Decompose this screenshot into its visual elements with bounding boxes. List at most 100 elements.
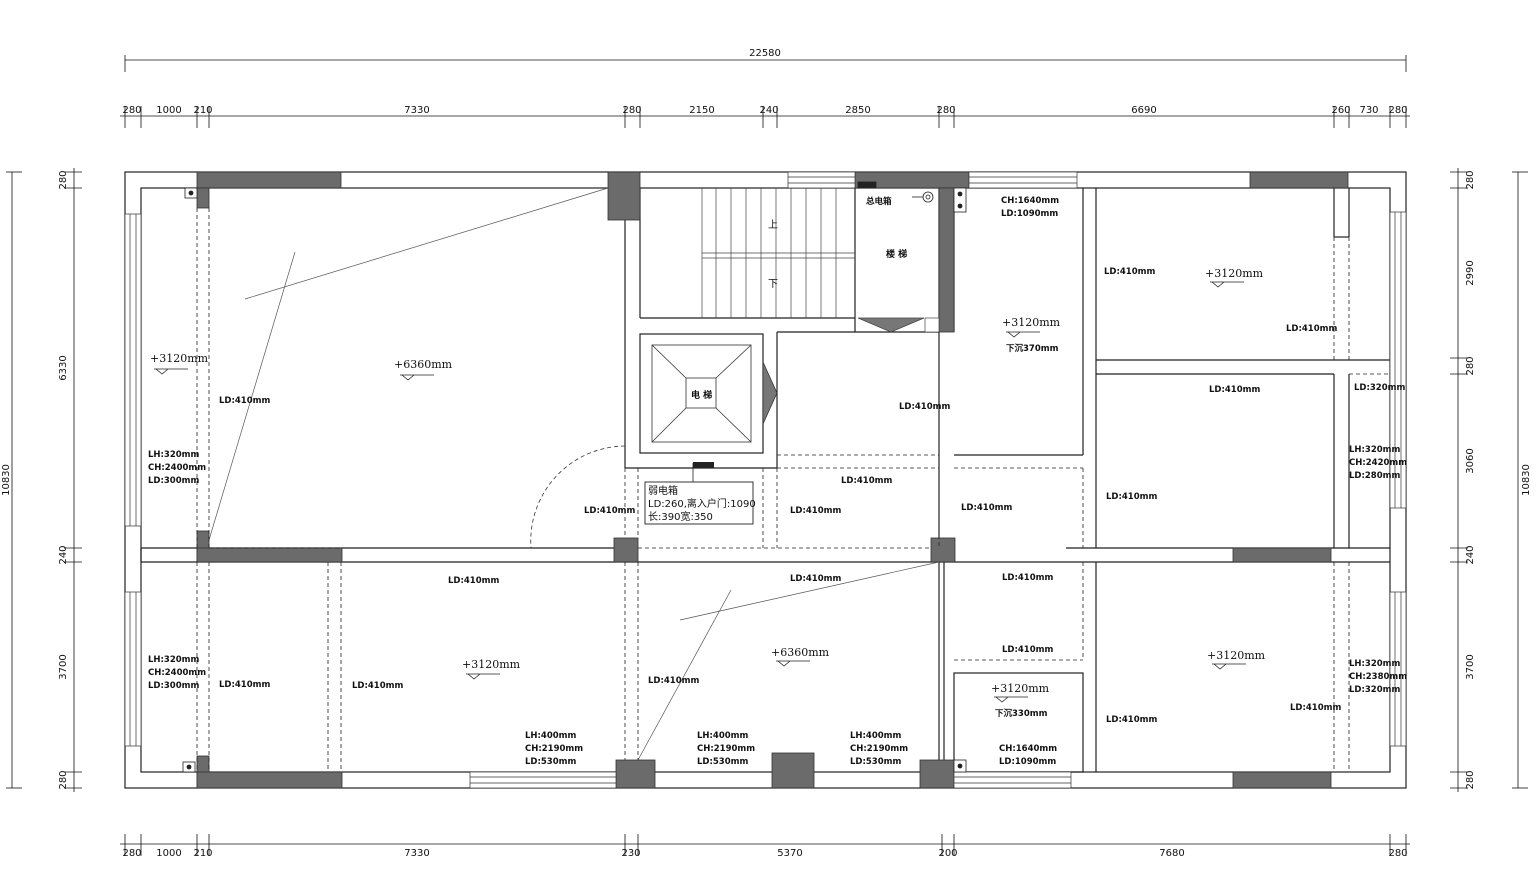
elevation-8: +3120mm — [991, 682, 1050, 695]
ld-label: LD:410mm — [1286, 324, 1337, 334]
ch-label: CH:2190mm — [697, 744, 755, 754]
dim-left-4: 3700 — [58, 654, 69, 679]
dim-overall-top: 22580 — [749, 48, 781, 59]
ld-label: LD:410mm — [1209, 385, 1260, 395]
ld-label: LD:410mm — [790, 506, 841, 516]
lh-label: LH:400mm — [525, 731, 577, 741]
dim-top-11: 260 — [1331, 105, 1350, 116]
dim-bottom-9: 280 — [1388, 848, 1407, 859]
staircase — [701, 188, 940, 333]
dim-bottom-2: 1000 — [156, 848, 181, 859]
weak-box-title: 弱电箱 — [648, 484, 678, 497]
ld-label: LD:300mm — [148, 681, 199, 691]
main-box-label: 总电箱 — [866, 196, 892, 207]
dim-left-5: 280 — [58, 770, 69, 789]
weak-box-line2: 长:390宽:350 — [648, 510, 713, 523]
dim-left-3: 240 — [58, 545, 69, 564]
ld-label: LD:410mm — [1106, 715, 1157, 725]
walls — [124, 171, 1407, 789]
dim-left-1: 280 — [58, 170, 69, 189]
lh-label: LH:320mm — [148, 655, 200, 665]
lh-label: LH:320mm — [1349, 445, 1401, 455]
dim-top-4: 7330 — [404, 105, 429, 116]
dim-bottom-6: 5370 — [777, 848, 802, 859]
dim-top-13: 280 — [1388, 105, 1407, 116]
socket-height-labels: LD:410mm LD:410mm LD:410mm LD:410mm LD:4… — [148, 196, 1407, 767]
sink-label-2: 下沉330mm — [995, 708, 1048, 719]
ld-label: LD:530mm — [697, 757, 748, 767]
dim-right-7: 280 — [1465, 770, 1476, 789]
main-box-icon — [857, 181, 934, 203]
ch-label: CH:2400mm — [148, 463, 206, 473]
ld-label: LD:410mm — [1104, 267, 1155, 277]
ld-label: LD:410mm — [790, 574, 841, 584]
ld-label: LD:410mm — [1002, 573, 1053, 583]
ch-label: CH:2190mm — [525, 744, 583, 754]
elevation-4: +3120mm — [1002, 316, 1061, 329]
dimension-texts: 22580 280 1000 210 7330 280 2150 240 285… — [1, 48, 1532, 859]
dim-right-total: 10830 — [1521, 464, 1532, 496]
ld-label: LD:1090mm — [999, 757, 1056, 767]
dim-top-8: 2850 — [845, 105, 870, 116]
ld-label: LD:410mm — [1002, 645, 1053, 655]
ch-label: CH:2380mm — [1349, 672, 1407, 682]
ld-label: LD:1090mm — [1001, 209, 1058, 219]
dim-right-4: 3060 — [1465, 448, 1476, 473]
dim-top-3: 210 — [193, 105, 212, 116]
ch-label: CH:1640mm — [1001, 196, 1059, 206]
dim-bottom-5: 230 — [621, 848, 640, 859]
dim-bottom-4: 7330 — [404, 848, 429, 859]
dim-top-9: 280 — [936, 105, 955, 116]
dim-top-1: 280 — [122, 105, 141, 116]
dimension-lines — [6, 55, 1528, 856]
ld-label: LD:410mm — [1290, 703, 1341, 713]
weak-box: 弱电箱 LD:260,离入户门:1090 长:390宽:350 — [644, 462, 756, 525]
ld-label: LD:410mm — [219, 680, 270, 690]
ld-label: LD:410mm — [841, 476, 892, 486]
ld-label: LD:410mm — [448, 576, 499, 586]
ld-label: LD:280mm — [1349, 471, 1400, 481]
sink-label-1: 下沉370mm — [1006, 343, 1059, 354]
stair-up-label: 上 — [768, 219, 778, 231]
entry-door-swing — [530, 445, 626, 549]
ld-label: LD:410mm — [1106, 492, 1157, 502]
elevation-2: +6360mm — [394, 358, 453, 371]
ld-label: LD:410mm — [219, 396, 270, 406]
lh-label: LH:320mm — [1349, 659, 1401, 669]
section-lines — [208, 187, 940, 761]
dim-top-5: 280 — [622, 105, 641, 116]
stair-room-label: 楼 梯 — [886, 248, 907, 260]
elevation-markers — [154, 281, 1246, 703]
ld-label: LD:410mm — [584, 506, 635, 516]
elevation-texts: +3120mm +6360mm +3120mm +3120mm +3120mm … — [150, 267, 1266, 695]
dim-right-3: 280 — [1465, 356, 1476, 375]
dim-right-6: 3700 — [1465, 654, 1476, 679]
ld-label: LD:410mm — [961, 503, 1012, 513]
elevation-6: +6360mm — [771, 646, 830, 659]
dim-top-2: 1000 — [156, 105, 181, 116]
stair-down-label: 下 — [768, 279, 778, 290]
elevation-7: +3120mm — [1207, 649, 1266, 662]
ch-label: CH:2400mm — [148, 668, 206, 678]
ld-label: LD:410mm — [352, 681, 403, 691]
elevator-label: 电 梯 — [691, 389, 712, 401]
dim-right-1: 280 — [1465, 170, 1476, 189]
ch-label: CH:1640mm — [999, 744, 1057, 754]
weak-box-line1: LD:260,离入户门:1090 — [648, 497, 756, 510]
dim-left-total: 10830 — [1, 464, 12, 496]
elevation-3: +3120mm — [1205, 267, 1264, 280]
dim-top-6: 2150 — [689, 105, 714, 116]
dim-right-2: 2990 — [1465, 260, 1476, 285]
dim-bottom-8: 7680 — [1159, 848, 1184, 859]
ld-label: LD:320mm — [1354, 383, 1405, 393]
ch-label: CH:2190mm — [850, 744, 908, 754]
wall-sockets — [182, 187, 967, 773]
lh-label: LH:400mm — [697, 731, 749, 741]
ld-label: LD:530mm — [850, 757, 901, 767]
windows — [124, 171, 1407, 789]
ld-label: LD:320mm — [1349, 685, 1400, 695]
ld-label: LD:300mm — [148, 476, 199, 486]
elevation-5: +3120mm — [462, 658, 521, 671]
ld-label: LD:530mm — [525, 757, 576, 767]
